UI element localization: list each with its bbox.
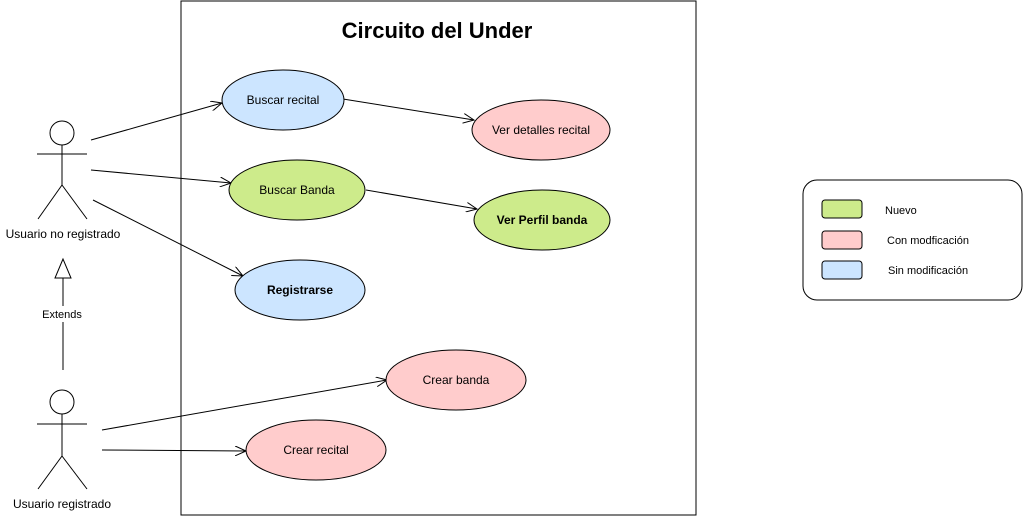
use-case-buscar-banda: Buscar Banda — [228, 159, 366, 221]
legend-label-con-modificacion: Con modficación — [887, 235, 969, 247]
generalization-arrowhead — [54, 257, 72, 279]
legend-label-sin-modificacion: Sin modificación — [888, 265, 968, 277]
legend-swatch-sin-modificacion — [821, 260, 863, 280]
association-buscar-banda-ver-perfil — [365, 189, 477, 209]
use-case-label: Ver Perfil banda — [497, 213, 588, 227]
use-case-label: Buscar Banda — [259, 183, 335, 197]
actor-unregistered — [37, 120, 88, 220]
actor-registered-label: Usuario registrado — [13, 497, 111, 511]
association-unreg-registrarse — [92, 199, 243, 276]
use-case-label: Registrarse — [267, 283, 333, 297]
use-case-label: Crear recital — [283, 443, 348, 457]
use-case-label: Crear banda — [423, 373, 490, 387]
use-case-label: Ver detalles recital — [492, 123, 590, 137]
actor-registered — [37, 389, 88, 490]
actor-head — [49, 389, 75, 415]
use-case-crear-banda: Crear banda — [385, 349, 527, 411]
actor-head — [49, 120, 75, 146]
association-buscar-recital-ver-detalles — [342, 98, 474, 120]
association-unreg-buscar-recital — [90, 103, 222, 141]
use-case-buscar-recital: Buscar recital — [221, 69, 345, 131]
actor-unregistered-label: Usuario no registrado — [6, 227, 121, 241]
use-case-label: Buscar recital — [247, 93, 320, 107]
legend: Nuevo Con modficación Sin modificación — [802, 179, 1023, 301]
legend-swatch-con-modificacion — [821, 230, 863, 250]
generalization: Extends — [38, 257, 88, 370]
use-case-registrarse: Registrarse — [234, 259, 366, 321]
legend-swatch-nuevo — [821, 199, 863, 219]
legend-label-nuevo: Nuevo — [885, 205, 917, 217]
associations — [90, 98, 477, 451]
association-reg-crear-recital — [101, 450, 246, 451]
generalization-label: Extends — [42, 309, 82, 321]
use-case-ver-detalles-recital: Ver detalles recital — [471, 99, 611, 161]
association-reg-crear-banda — [101, 380, 387, 431]
use-case-ver-perfil-banda: Ver Perfil banda — [473, 189, 611, 251]
association-unreg-buscar-banda — [90, 169, 231, 183]
system-title: Circuito del Under — [342, 18, 533, 43]
use-case-crear-recital: Crear recital — [245, 419, 387, 481]
